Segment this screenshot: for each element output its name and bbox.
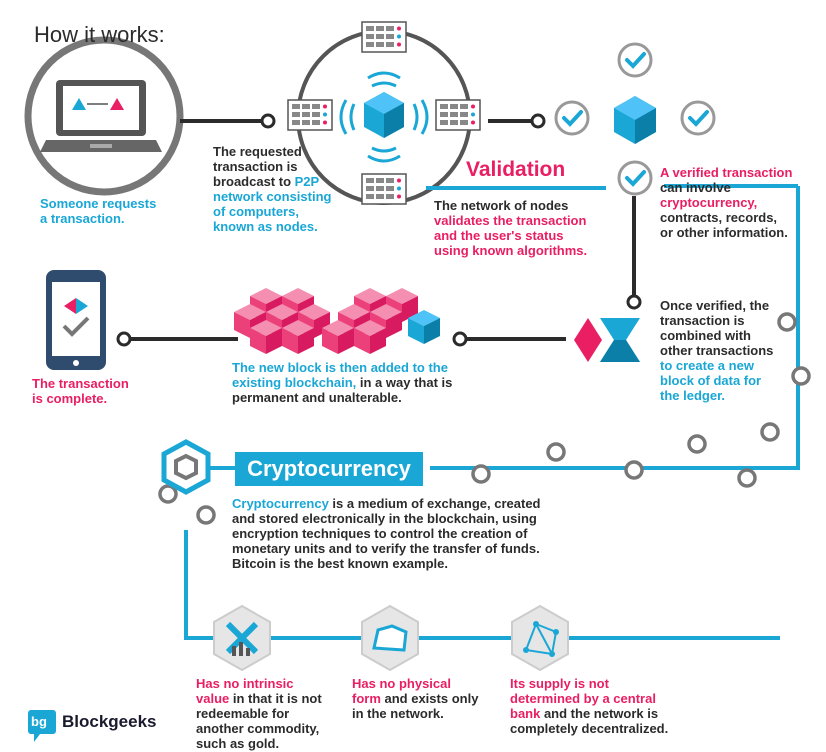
combine-blocks-icon <box>574 318 640 362</box>
p2p-network-icon <box>287 21 481 205</box>
added-text: The new block is then added to the exist… <box>232 360 453 405</box>
logo-text[interactable]: Blockgeeks <box>62 712 157 731</box>
fact-decentralized: Its supply is not determined by a centra… <box>510 676 669 736</box>
validation-check-icons <box>554 42 716 196</box>
laptop-icon <box>24 36 184 196</box>
physical-form-icon <box>361 604 419 672</box>
verified-text: A verified transaction can involve crypt… <box>660 165 793 240</box>
cryptocurrency-heading: Cryptocurrency <box>235 452 423 486</box>
intrinsic-value-icon <box>213 604 271 672</box>
combined-text: Once verified, the transaction is combin… <box>660 298 774 403</box>
validation-heading: Validation <box>466 158 566 181</box>
logo-mark: bg <box>31 714 47 729</box>
page-title: How it works: <box>34 22 165 47</box>
phone-icon <box>46 270 106 370</box>
decentralized-network-icon <box>511 604 569 672</box>
step2-text: The requested transaction is broadcast t… <box>213 144 332 234</box>
blockgeeks-logo-icon <box>28 710 56 742</box>
fact-intrinsic-value: Has no intrinsic value in that it is not… <box>196 676 322 751</box>
validation-text: The network of nodes validates the trans… <box>434 198 588 258</box>
blockchain-blocks-icon <box>234 288 440 354</box>
fact-physical-form: Has no physical form and exists only in … <box>352 676 479 721</box>
crypto-description: Cryptocurrency is a medium of exchange, … <box>232 496 541 571</box>
crypto-hexagon-icon <box>161 439 211 495</box>
